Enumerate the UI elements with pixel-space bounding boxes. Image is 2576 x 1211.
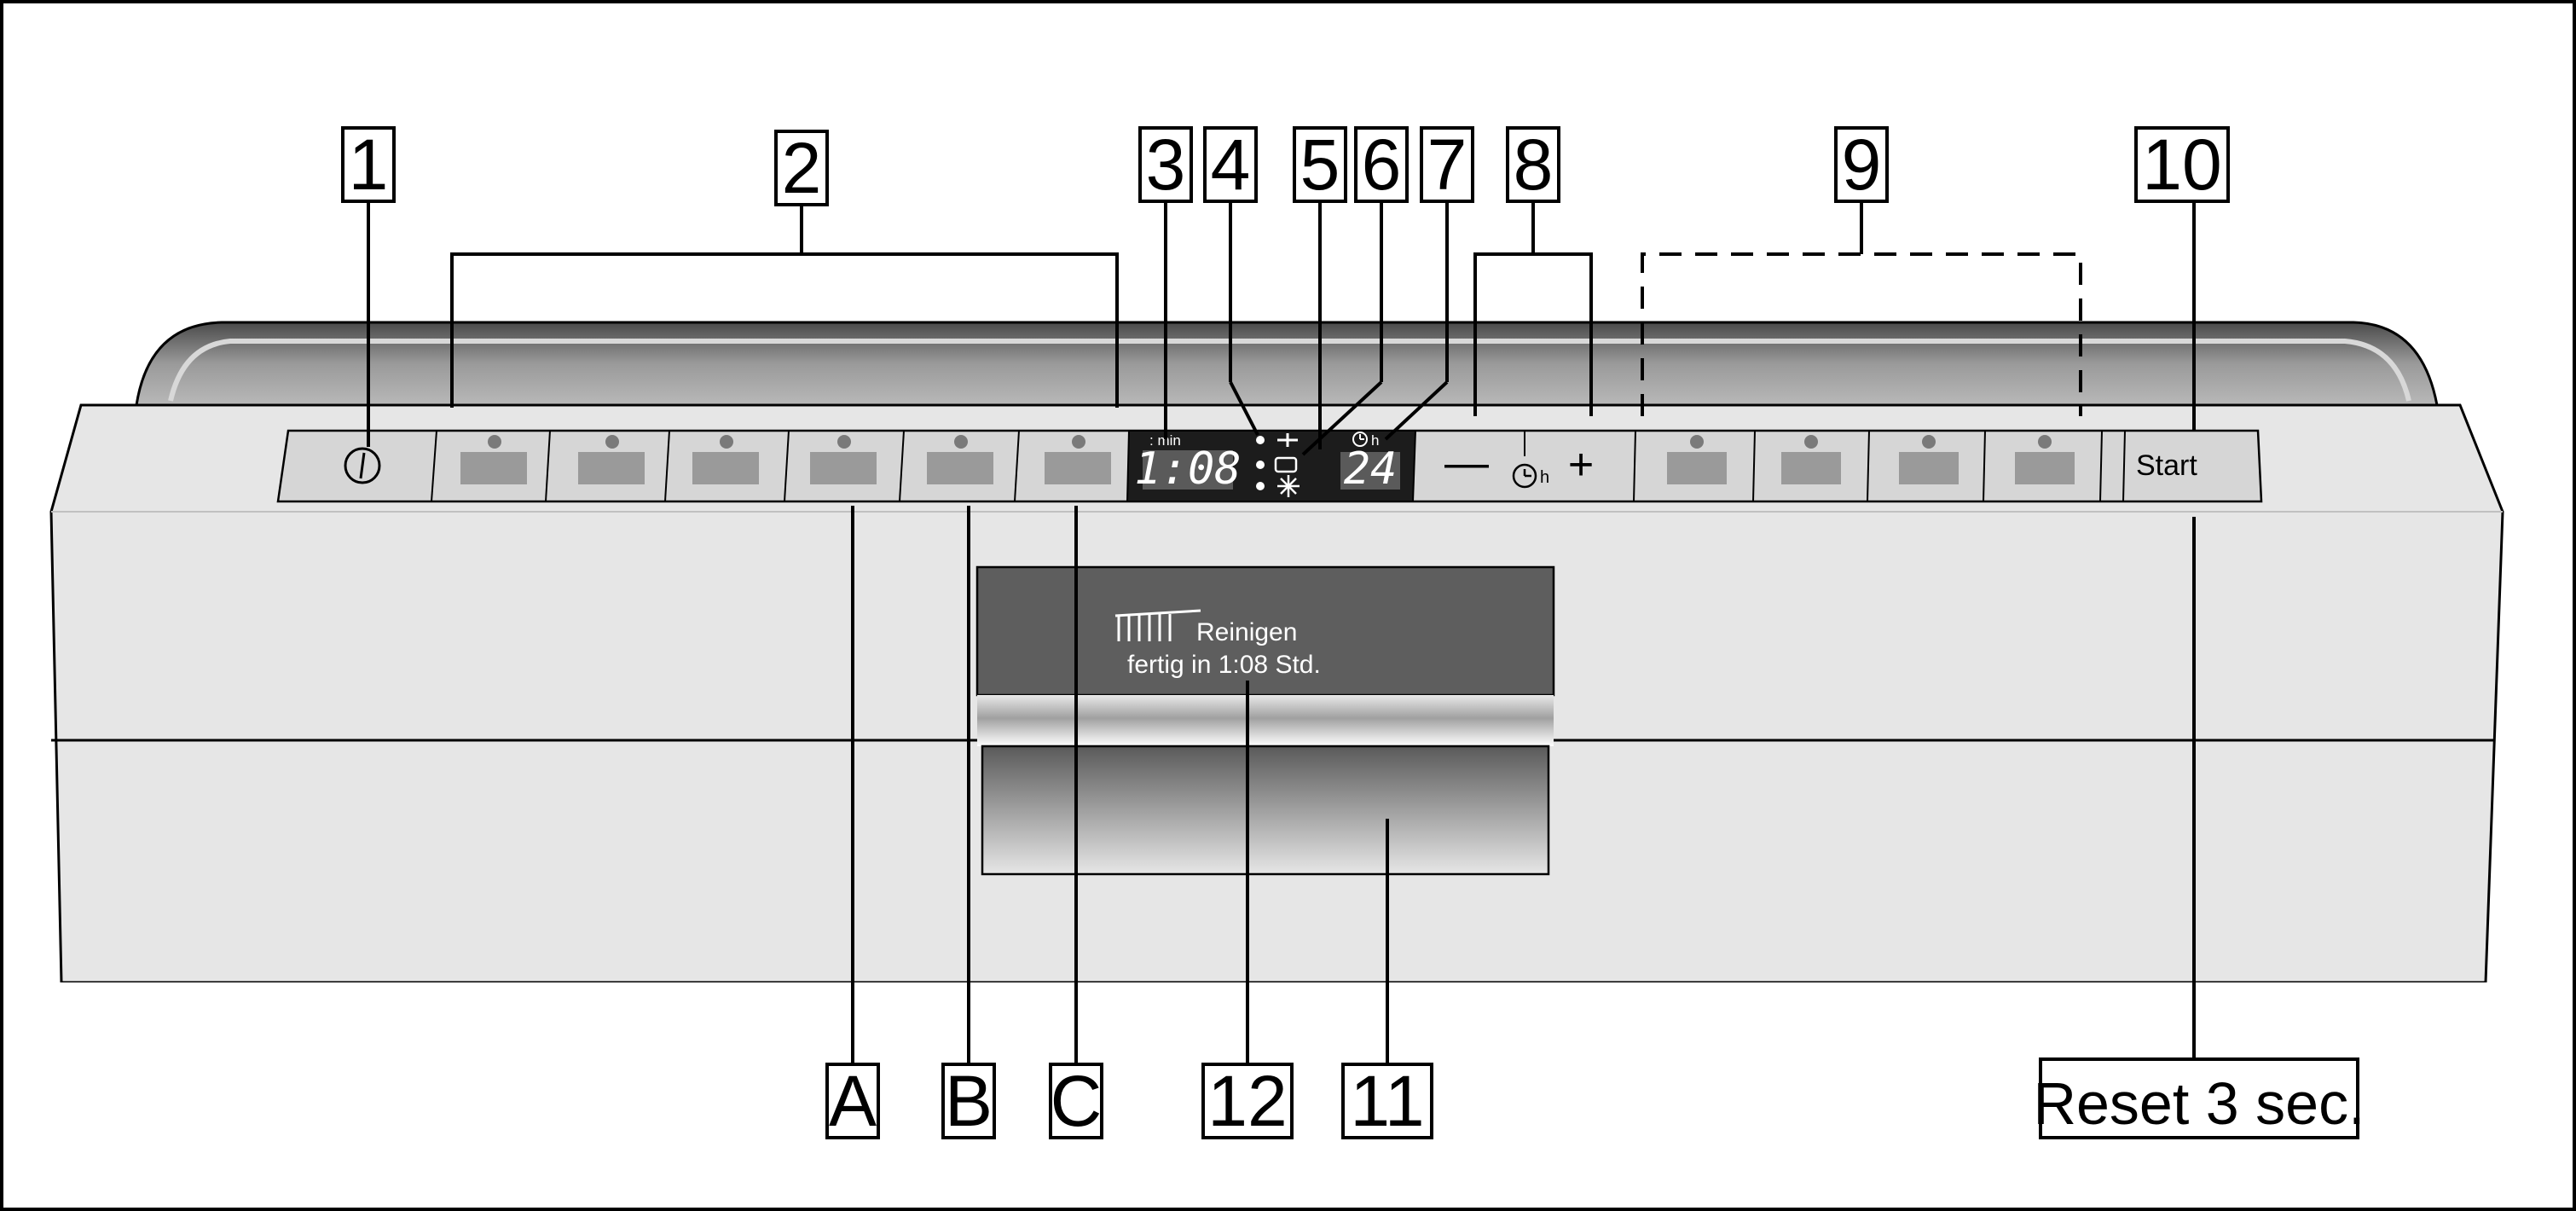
brush-icon: [1114, 609, 1201, 641]
salt-indicator: [1256, 461, 1265, 469]
callout-8: 8: [1506, 125, 1560, 205]
svg-text:Reset 3 sec.: Reset 3 sec.: [2033, 1070, 2365, 1137]
minus-button[interactable]: —: [1444, 438, 1489, 488]
power-button[interactable]: [344, 430, 437, 502]
program-buttons: [460, 430, 1111, 502]
program-button[interactable]: [692, 430, 790, 502]
timer-icon: [1352, 432, 1368, 447]
handle-upper: [977, 695, 1554, 746]
svg-text:9: 9: [1842, 125, 1882, 205]
screen-line-1: Reinigen: [1196, 618, 1297, 646]
rinse-aid-indicator: [1256, 436, 1265, 444]
callout-c: C: [1049, 1061, 1103, 1141]
program-button[interactable]: [578, 430, 670, 502]
callout-a: A: [825, 1061, 880, 1141]
time-display: 1:08: [1134, 443, 1241, 495]
svg-text:B: B: [945, 1061, 993, 1141]
svg-text:7: 7: [1427, 125, 1467, 205]
callout-10: 10: [2134, 125, 2230, 205]
program-button-c[interactable]: [1045, 435, 1111, 484]
service-indicator: [1256, 482, 1265, 490]
callout-6: 6: [1354, 125, 1409, 205]
callout-12: 12: [1201, 1061, 1294, 1141]
callout-9: 9: [1834, 125, 1889, 205]
svg-text:6: 6: [1362, 125, 1402, 205]
callout-4: 4: [1203, 125, 1258, 205]
hours-display: 24: [1344, 443, 1398, 495]
callout-3: 3: [1138, 125, 1193, 205]
option-button[interactable]: [1781, 430, 1870, 502]
leader-lines: [367, 201, 2196, 1064]
option-button[interactable]: [1899, 430, 1986, 502]
delay-right-divider: [1633, 430, 1636, 502]
clock-hours-label: h: [1540, 468, 1549, 487]
option-button[interactable]: [1667, 430, 1756, 502]
program-button-a[interactable]: [810, 430, 905, 502]
minutes-label: : min: [1149, 432, 1181, 449]
svg-text:3: 3: [1146, 125, 1186, 205]
option-button[interactable]: [2015, 430, 2103, 502]
svg-text:5: 5: [1300, 125, 1340, 205]
svg-text:11: 11: [1350, 1061, 1424, 1141]
svg-text:1: 1: [349, 125, 389, 205]
power-icon: [344, 447, 381, 484]
callout-11: 11: [1341, 1061, 1433, 1141]
svg-text:10: 10: [2142, 125, 2221, 205]
screen-line-2: fertig in 1:08 Std.: [1127, 651, 1321, 679]
salt-icon: [1274, 456, 1298, 473]
option-buttons: [1667, 430, 2103, 502]
callout-b: B: [941, 1061, 996, 1141]
delay-start-controls: — h +: [1444, 430, 1636, 502]
svg-text:8: 8: [1514, 125, 1554, 205]
plus-button[interactable]: +: [1568, 440, 1594, 490]
svg-text:A: A: [829, 1061, 877, 1141]
handle-recess: [981, 745, 1550, 876]
service-icon: [1277, 475, 1300, 497]
rinse-aid-icon: [1277, 433, 1298, 447]
svg-text:12: 12: [1207, 1061, 1287, 1141]
hours-label: h: [1371, 432, 1379, 449]
svg-text:2: 2: [782, 128, 822, 208]
indicator-lights: [1256, 433, 1300, 497]
svg-text:C: C: [1051, 1061, 1103, 1141]
clock-icon: [1512, 463, 1537, 489]
callout-5: 5: [1293, 125, 1347, 205]
back-lip-highlight: [168, 339, 2411, 402]
start-label: Start: [2136, 449, 2197, 482]
panel-bottom-gap: [51, 982, 2507, 993]
program-button[interactable]: [460, 430, 551, 502]
hours-display-window: [1340, 452, 1400, 490]
time-display-window: [1143, 450, 1233, 490]
appliance-back-lip: [135, 321, 2439, 407]
start-button[interactable]: Start: [2122, 430, 2197, 502]
callout-1: 1: [341, 125, 396, 205]
callout-2: 2: [774, 128, 829, 208]
svg-text:4: 4: [1211, 125, 1251, 205]
callout-reset: Reset 3 sec.: [2033, 1057, 2365, 1139]
program-button-b[interactable]: [927, 430, 1020, 502]
callout-7: 7: [1420, 125, 1474, 205]
